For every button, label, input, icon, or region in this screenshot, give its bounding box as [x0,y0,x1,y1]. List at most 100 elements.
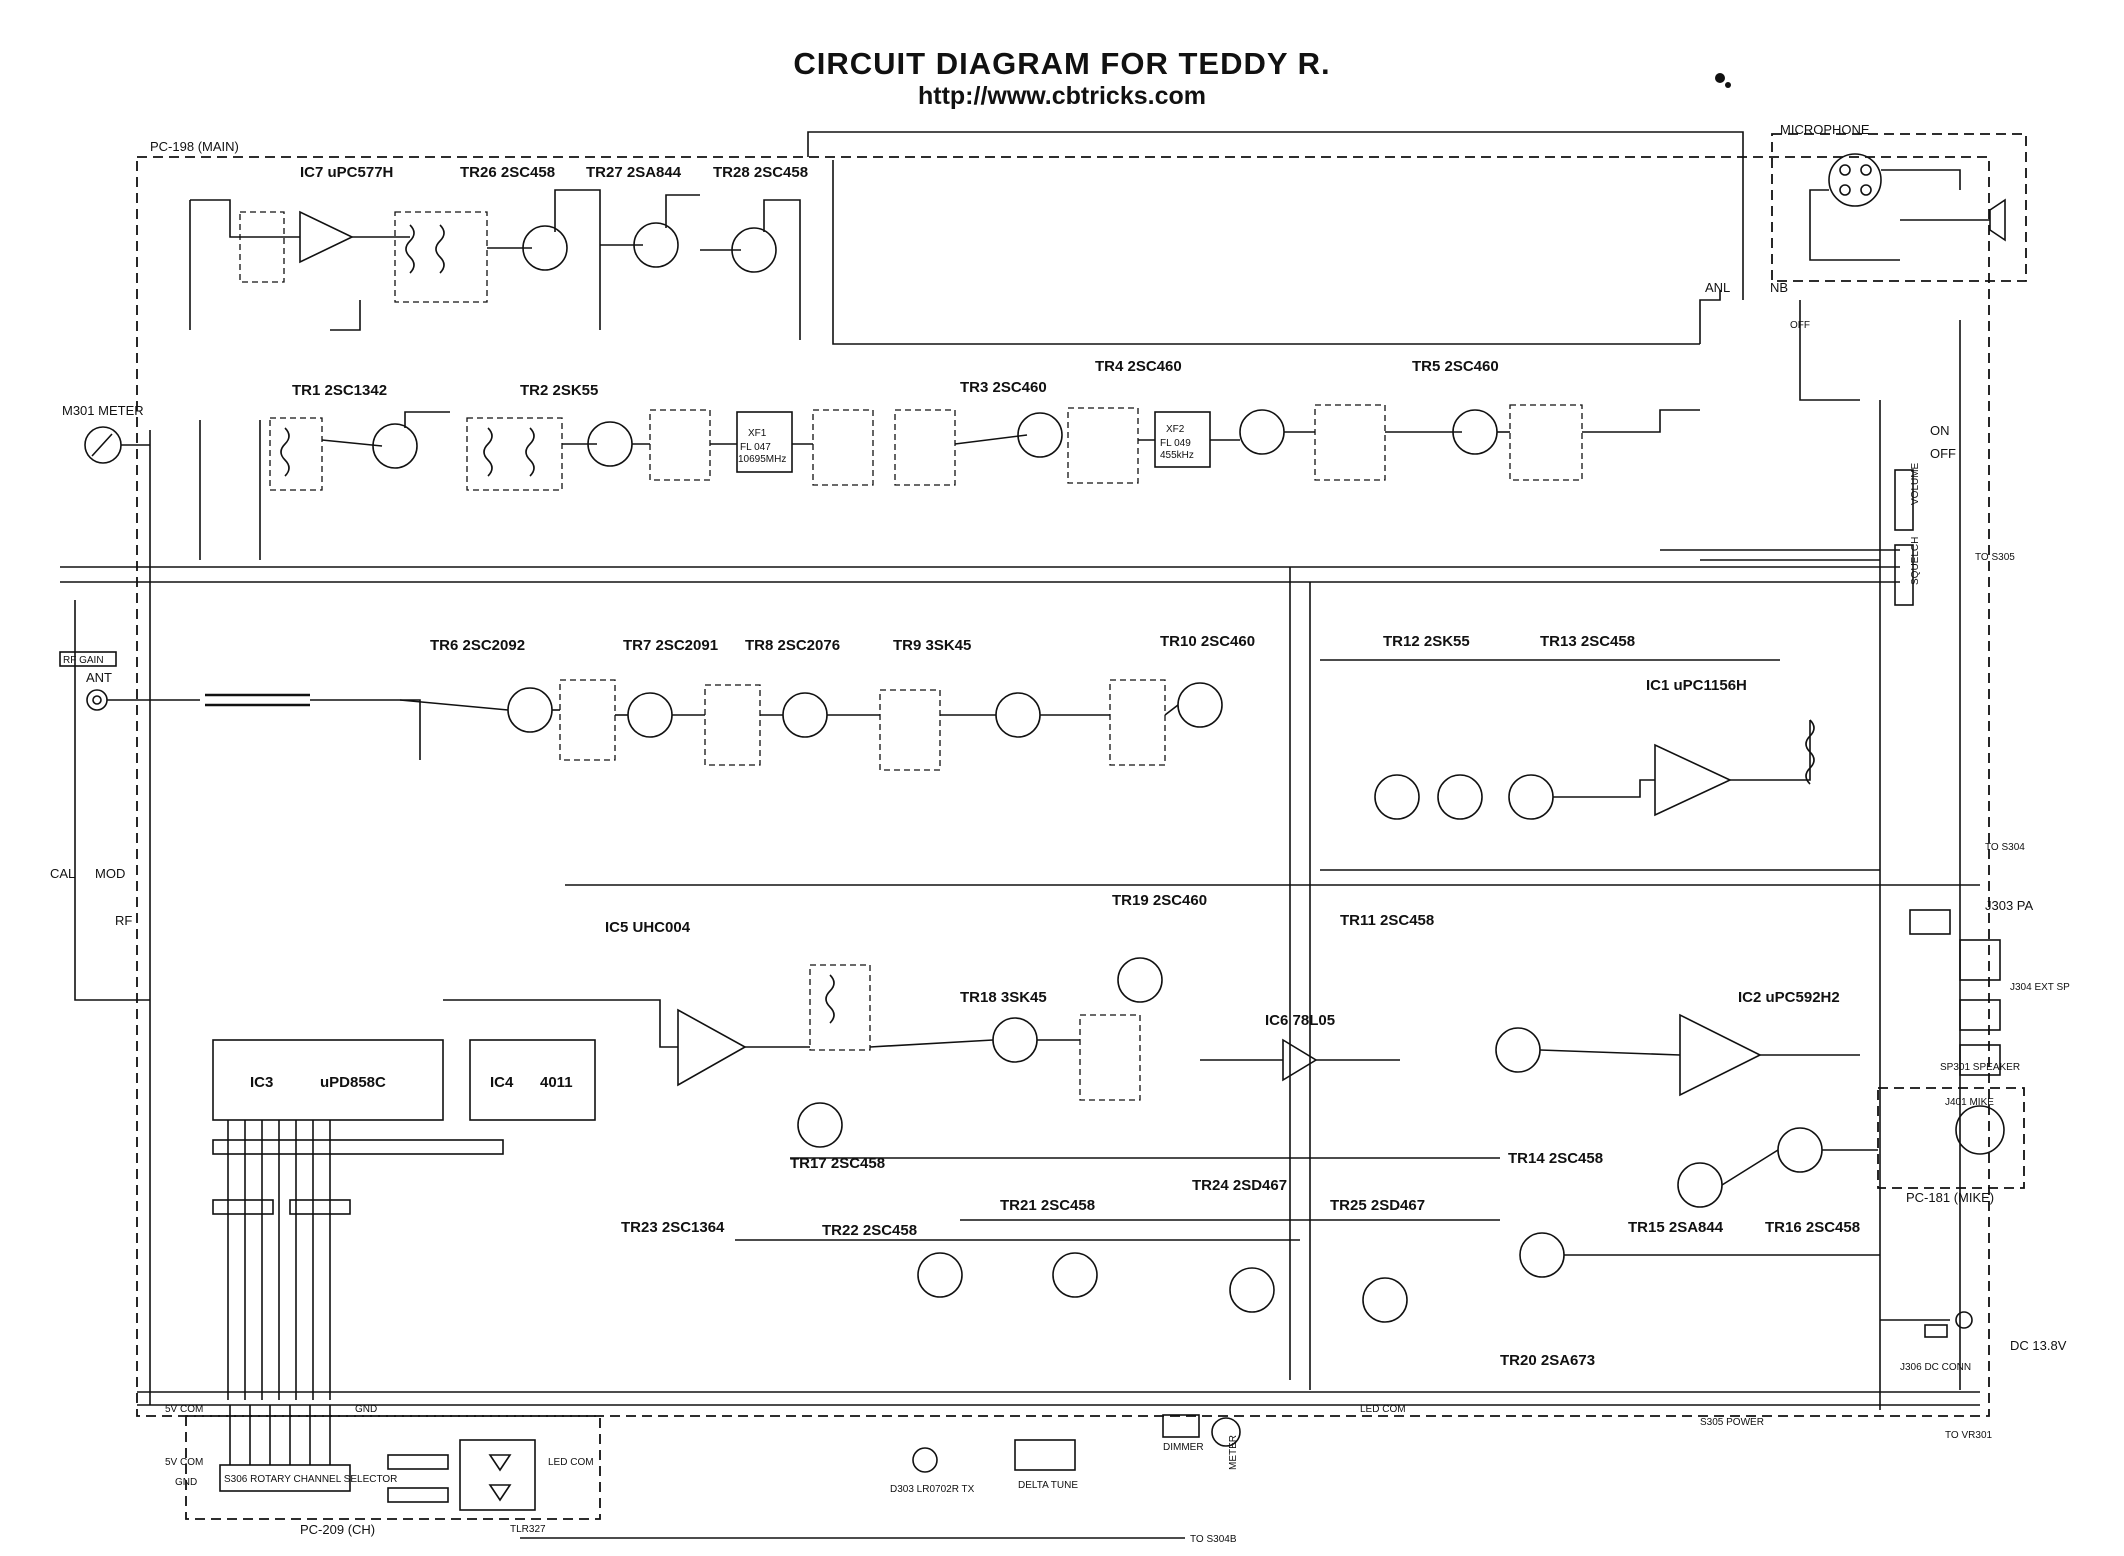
microphone-label: MICROPHONE [1780,122,1870,137]
label-tr12: TR12 2SK55 [1383,633,1470,650]
row3-tx: TR6 2SC2092 TR7 2SC2091 TR8 2SC2076 TR9 … [399,633,1255,771]
label-tr13: TR13 2SC458 [1540,633,1635,650]
to-vr301-label: TO VR301 [1945,1430,1992,1441]
label-ic5: IC5 UHC004 [605,919,691,936]
cal-label: CAL [50,866,75,881]
top-feed-wire [807,131,1744,300]
label-tr2: TR2 2SK55 [520,382,598,399]
meter-lamp-label: METER [1228,1435,1239,1470]
svg-text:FL 049: FL 049 [1160,438,1191,449]
upper-bus-wire [832,160,1700,345]
antenna-section: ANT RF GAIN CAL MOD RF [50,600,421,1001]
label-tr15: TR15 2SA844 [1628,1219,1724,1236]
mod-label: MOD [95,866,125,881]
to-s304-label: TO S304 [1985,842,2025,853]
label-tr20: TR20 2SA673 [1500,1352,1595,1369]
mike-board-label: PC-181 (MIKE) [1906,1190,1994,1205]
label-tr8: TR8 2SC2076 [745,637,840,654]
modulator-section: IC2 uPC592H2 TR14 2SC458 TR15 2SA844 TR1… [1495,989,1878,1236]
label-ic7: IC7 uPC577H [300,164,393,181]
tlr-label: TLR327 [510,1524,546,1535]
to-s304b-label: TO S304B [1190,1534,1237,1545]
off-label: OFF [1930,446,1956,461]
label-tr19: TR19 2SC460 [1112,892,1207,909]
tx-led-label: D303 LR0702R TX [890,1484,975,1495]
led-com-label: LED COM [1360,1404,1406,1415]
label-tr28: TR28 2SC458 [713,164,808,181]
power-label: S305 POWER [1700,1417,1764,1428]
mid-section: TR18 3SK45 IC6 78L05 TR11 2SC458 [869,912,1434,1101]
label-tr5: TR5 2SC460 [1412,358,1499,375]
speaker-label: SP301 SPEAKER [1940,1062,2020,1073]
mike-jack-label: J401 MIKE [1945,1097,1994,1108]
bottom-row: TR17 2SC458 TR21 2SC458 TR24 2SD467 TR25… [621,1102,2067,1441]
gnd-label: GND [355,1404,377,1415]
dc-conn-label: J306 DC CONN [1900,1362,1971,1373]
label-tr23: TR23 2SC1364 [621,1219,725,1236]
stage-tr3: TR3 2SC460 [954,379,1139,484]
rf-gain-box [59,651,117,667]
audio-section: TR12 2SK55 TR13 2SC458 IC1 uPC1156H TO S… [1320,633,2025,871]
ic3-part: uPD858C [320,1074,386,1091]
label-ic6: IC6 78L05 [1265,1012,1335,1029]
label-tr16: TR16 2SC458 [1765,1219,1860,1236]
squelch-label: SQUELCH [1910,537,1921,585]
dimmer-label: DIMMER [1163,1442,1204,1453]
svg-text:XF2: XF2 [1166,424,1185,435]
ic4-block [469,1039,596,1121]
label-tr4: TR4 2SC460 [1095,358,1182,375]
svg-text:455kHz: 455kHz [1160,450,1194,461]
label-tr7: TR7 2SC2091 [623,637,718,654]
stage-ic7: IC7 uPC577H [189,164,488,331]
ic4-name: IC4 [490,1074,514,1091]
meter-m301: M301 METER [62,403,150,464]
page-title: CIRCUIT DIAGRAM FOR TEDDY R. [793,46,1331,81]
bottom-controls: DELTA TUNE DIMMER METER LED COM D303 LR0… [890,1404,1406,1545]
label-tr9: TR9 3SK45 [893,637,971,654]
ic4-part: 4011 [540,1074,573,1091]
ant-label: ANT [86,670,112,685]
ic3-block [212,1039,444,1121]
synth-section: IC3 uPD858C IC4 4011 IC5 UHC004 TR19 2SC… [212,892,1207,1400]
channel-led-com-label: LED COM [548,1457,594,1468]
rf-label: RF [115,913,132,928]
svg-text:10695MHz: 10695MHz [738,454,786,465]
control-cluster-right: VOLUME SQUELCH ANL NB ON OFF OFF TO S305 [1660,280,2015,606]
page-url: http://www.cbtricks.com [917,82,1206,110]
delta-tune-label: DELTA TUNE [1018,1480,1078,1491]
stage-tr2: TR2 2SK55 [466,382,633,491]
label-tr10: TR10 2SC460 [1160,633,1255,650]
main-board-outline [136,156,1990,1417]
label-ic1: IC1 uPC1156H [1646,677,1747,694]
stage-tr27: TR27 2SA844 [586,164,700,268]
filter-xf1: XF1 FL 047 10695MHz [632,409,956,486]
stage-tr5: TR5 2SC460 [1239,358,1700,481]
label-tr11: TR11 2SC458 [1340,912,1434,929]
label-tr25: TR25 2SD467 [1330,1197,1425,1214]
volume-label: VOLUME [1910,462,1921,505]
to-s305-label: TO S305 [1975,552,2015,563]
microphone-box [1771,133,2027,282]
label-tr24: TR24 2SD467 [1192,1177,1287,1194]
channel-board-label: PC-209 (CH) [300,1522,375,1537]
label-tr18: TR18 3SK45 [960,989,1047,1006]
channel-board-outline [185,1415,601,1520]
mike-board-outline [1877,1087,2025,1189]
label-tr6: TR6 2SC2092 [430,637,525,654]
label-tr22: TR22 2SC458 [822,1222,917,1239]
gnd-label-2: GND [175,1477,197,1488]
pa-jack-label: J303 PA [1985,898,2034,913]
anl-label: ANL [1705,280,1730,295]
rotary-selector-label: S306 ROTARY CHANNEL SELECTOR [224,1474,397,1485]
label-tr27: TR27 2SA844 [586,164,682,181]
filter-xf2: XF2 FL 049 455kHz TR4 2SC460 [1095,358,1240,468]
label-tr21: TR21 2SC458 [1000,1197,1095,1214]
main-board-label: PC-198 (MAIN) [150,139,239,154]
fivev-com-label-2: 5V COM [165,1457,203,1468]
meter-label: M301 METER [62,403,144,418]
label-ic2: IC2 uPC592H2 [1738,989,1840,1006]
label-tr3: TR3 2SC460 [960,379,1047,396]
label-tr14: TR14 2SC458 [1508,1150,1603,1167]
